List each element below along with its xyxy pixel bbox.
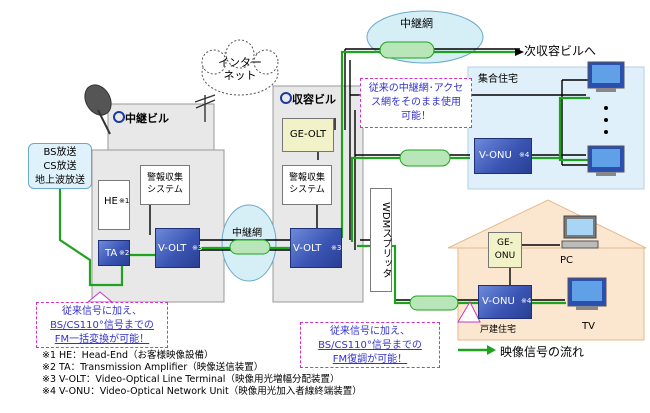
pc-label: PC [560, 255, 574, 266]
house-vonu-device: V-ONU ※4 [478, 285, 532, 319]
ge-onu-device: GE- ONU [488, 232, 522, 268]
apartment-title: 集合住宅 [478, 74, 518, 85]
apartment-tv-group [587, 61, 625, 176]
terrestrial-antenna-icon [194, 94, 216, 122]
relay-volt-label: V-OLT [158, 243, 187, 254]
callout-relay: 従来信号に加え、 BS/CS110°信号までの FM一括変換が可能！ [36, 302, 168, 348]
broadcast-cs: CS放送 [43, 161, 77, 172]
apartment-vonu-label: V-ONU [479, 150, 512, 161]
callout-house: 従来信号に加え、 BS/CS110°信号までの FM復調が可能！ [300, 322, 440, 368]
signal-pipes [229, 41, 459, 311]
wdm-splitter: WDMスプリッタ [370, 188, 392, 292]
ta-device: TA ※2 [98, 240, 130, 266]
relay-alarm-box: 警報収集 システム [140, 165, 190, 205]
he-label: HE [104, 196, 118, 207]
footnote-4: ※4 V-ONU：Video-Optical Network Unit（映像用光… [42, 386, 362, 397]
accommodation-volt-mark: ※3 [331, 244, 342, 252]
footnote-1: ※1 HE：Head-End（お客様映像設備） [42, 350, 214, 361]
relay-volt-device: V-OLT ※3 [155, 228, 203, 268]
callout-apartment-line-3: 可能！ [401, 111, 431, 122]
ellipsis-dots-icon [604, 106, 608, 134]
next-building-label: 次収容ビルへ [524, 44, 597, 58]
callout-house-line-1: 従来信号に加え、 [330, 326, 410, 337]
callout-relay-line-3: FM一括変換が可能！ [54, 334, 150, 345]
tv-label: TV [582, 321, 595, 332]
callout-house-pointer [457, 300, 481, 323]
ge-olt-device: GE-OLT [282, 118, 334, 152]
house-vonu-label: V-ONU [482, 296, 515, 307]
he-box: HE ※1 [98, 180, 130, 230]
legend-label: 映像信号の流れ [500, 345, 585, 359]
callout-apartment-line-1: 従来の中継網･アクセ [368, 83, 464, 94]
ta-label: TA [105, 248, 118, 259]
relay-logo-icon [113, 111, 125, 123]
mid-relay-net-label: 中継網 [232, 228, 262, 239]
internet-label: インター ネット [218, 56, 262, 82]
apartment-vonu-device: V-ONU ※4 [474, 138, 532, 174]
callout-house-line-3: FM復調が可能！ [332, 354, 408, 365]
apartment-vonu-mark: ※4 [519, 151, 530, 159]
callout-relay-line-2: BS/CS110°信号までの [50, 320, 154, 331]
house-roof [447, 199, 647, 249]
accommodation-alarm-box: 警報収集 システム [282, 165, 332, 205]
relay-building-top [107, 103, 215, 151]
next-building-arrow [515, 48, 524, 56]
relay-building-title: 中継ビル [125, 112, 169, 125]
pc-icon [561, 215, 599, 249]
footnote-3: ※3 V-OLT：Video-Optical Line Terminal（映像用… [42, 374, 340, 385]
accommodation-logo-icon [280, 92, 292, 104]
tv-icon [587, 61, 625, 92]
internet-cloud [201, 39, 279, 96]
broadcast-sources: BS放送 CS放送 地上波放送 [28, 143, 92, 189]
footnotes: ※1 HE：Head-End（お客様映像設備） ※2 TA：Transmissi… [42, 350, 362, 398]
callout-relay-line-1: 従来信号に加え、 [62, 306, 142, 317]
he-mark: ※1 [119, 197, 130, 205]
footnote-2: ※2 TA：Transmission Amplifier（映像送信装置） [42, 362, 264, 373]
legend-arrow-icon [458, 345, 496, 355]
house-title: 戸建住宅 [480, 325, 517, 335]
accommodation-building-title: 収容ビル [292, 93, 336, 106]
broadcast-terrestrial: 地上波放送 [35, 175, 85, 186]
house-vonu-mark: ※4 [521, 297, 532, 305]
broadcast-bs: BS放送 [43, 147, 77, 158]
top-relay-net-label: 中継網 [400, 17, 433, 30]
callout-apartment-line-2: ス網をそのまま使用 [371, 97, 461, 108]
callout-apartment: 従来の中継網･アクセ ス網をそのまま使用 可能！ [360, 78, 472, 128]
accommodation-volt-device: V-OLT ※3 [290, 228, 342, 268]
relay-volt-mark: ※3 [192, 244, 203, 252]
accommodation-volt-label: V-OLT [293, 243, 322, 254]
house-tv-icon [567, 277, 607, 310]
tv-icon [587, 145, 625, 176]
ta-mark: ※2 [119, 249, 130, 257]
satellite-dish-icon [84, 84, 112, 135]
callout-house-line-2: BS/CS110°信号までの [318, 340, 422, 351]
